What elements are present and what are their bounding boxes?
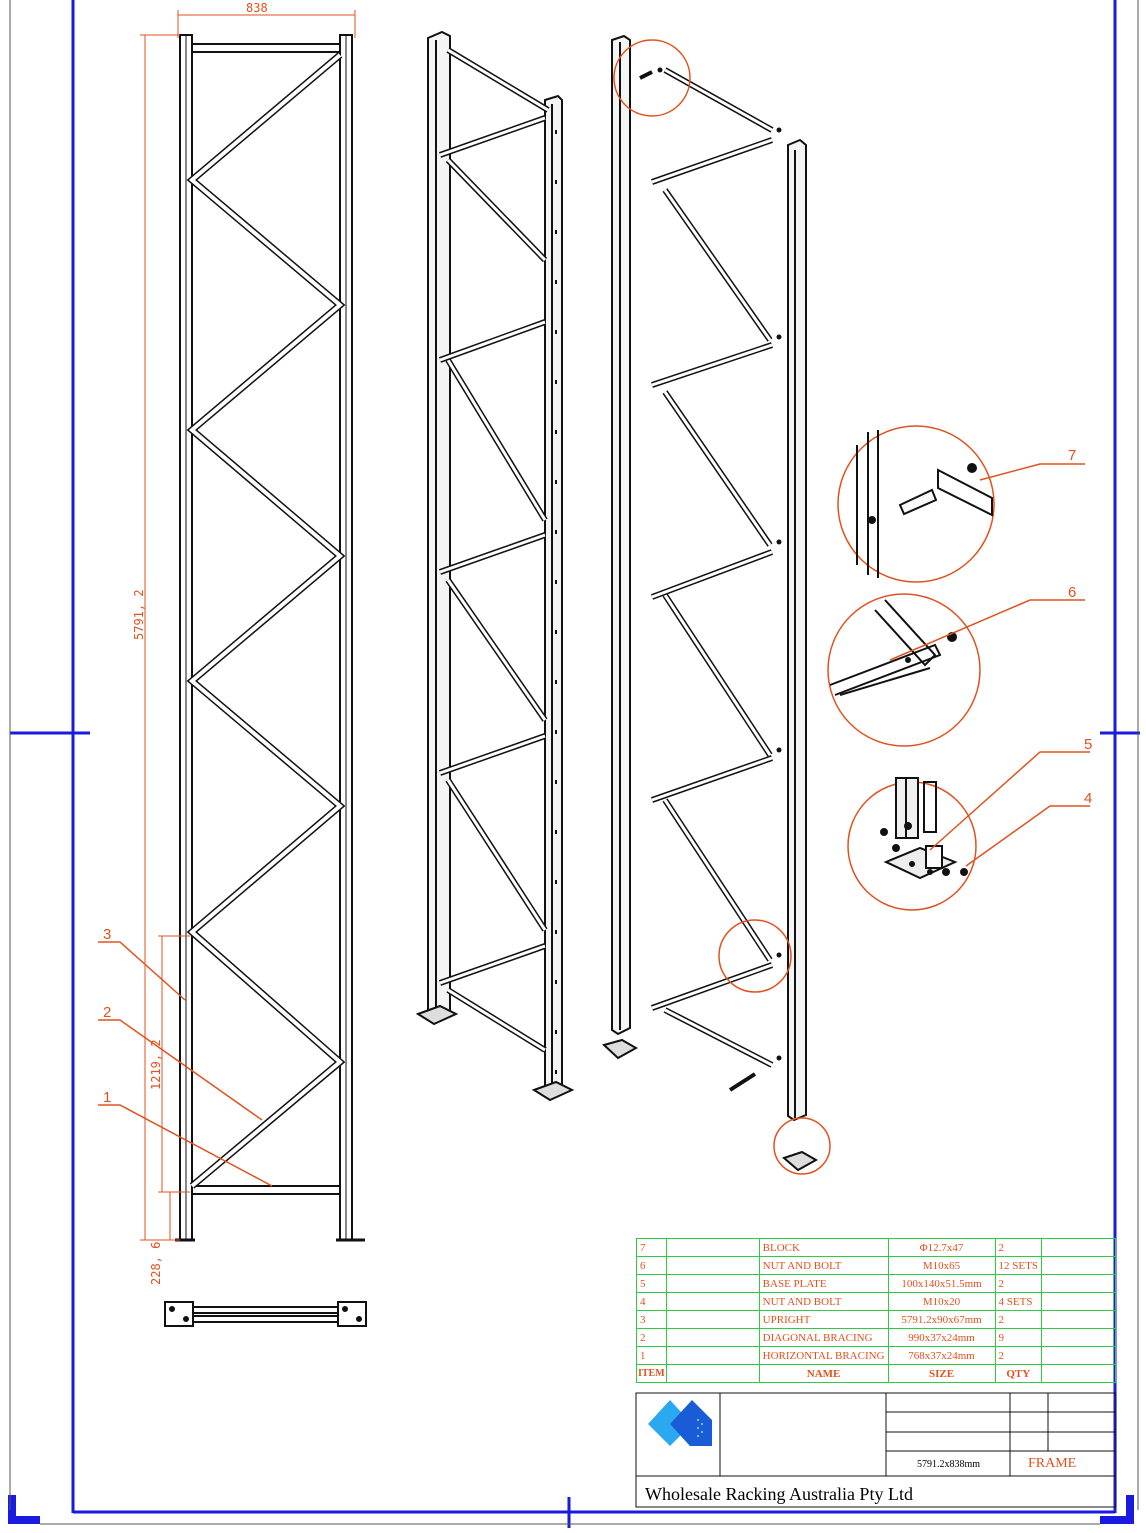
bom-part-qty: 2 xyxy=(994,1346,1042,1365)
plan-view xyxy=(164,1301,367,1327)
bom-blank-cell xyxy=(665,1238,760,1257)
bom-blank-cell xyxy=(665,1328,760,1347)
title-block-type: FRAME xyxy=(1028,1456,1077,1471)
callout-6: 6 xyxy=(1068,584,1076,601)
callout-3: 3 xyxy=(103,926,111,943)
bom-part-name: HORIZONTAL BRACING xyxy=(758,1346,889,1365)
bom-part-size: Φ12.7x47 xyxy=(887,1238,996,1257)
detail-7: 7 xyxy=(837,425,1085,583)
bom-part-name: NUT AND BOLT xyxy=(758,1256,889,1275)
detail-6: 6 xyxy=(827,584,1085,747)
bom-part-qty: 2 xyxy=(994,1238,1042,1257)
company-name: Wholesale Racking Australia Pty Ltd xyxy=(645,1484,913,1504)
bom-part-name: DIAGONAL BRACING xyxy=(758,1328,889,1347)
bom-header-cell: ITEM xyxy=(636,1364,667,1383)
bom-header-cell: QTY xyxy=(994,1364,1042,1383)
callout-7: 7 xyxy=(1068,447,1076,464)
bom-blank-cell xyxy=(665,1310,760,1329)
bom-note-cell xyxy=(1040,1310,1117,1329)
bom-note-cell xyxy=(1040,1346,1117,1365)
bom-header-cell: SIZE xyxy=(887,1364,996,1383)
dimension-lines xyxy=(140,10,356,1241)
horizontal-brace-top xyxy=(191,43,341,53)
title-block-grid xyxy=(635,1392,1117,1508)
bom-part-name: BLOCK xyxy=(758,1238,889,1257)
bom-blank-cell xyxy=(665,1256,760,1275)
bom-part-size: M10x65 xyxy=(887,1256,996,1275)
bom-item-number: 1 xyxy=(636,1346,667,1365)
callout-2: 2 xyxy=(103,1004,111,1021)
height-dimension: 5791, 2 xyxy=(132,589,146,640)
bom-item-number: 5 xyxy=(636,1274,667,1293)
bom-note-cell xyxy=(1040,1328,1117,1347)
bom-part-size: 100x140x51.5mm xyxy=(887,1274,996,1293)
bom-note-cell xyxy=(1040,1238,1117,1257)
bom-part-qty: 12 SETS xyxy=(994,1256,1042,1275)
bom-part-size: M10x20 xyxy=(887,1292,996,1311)
bom-note-cell xyxy=(1040,1274,1117,1293)
exploded-view xyxy=(602,34,819,1172)
bom-header-cell xyxy=(1040,1364,1117,1383)
detail-5-4: 5 4 xyxy=(847,736,1092,911)
callout-4: 4 xyxy=(1084,790,1092,807)
upright-holes xyxy=(555,130,557,1074)
bom-item-number: 4 xyxy=(636,1292,667,1311)
base-offset-dimension: 228, 6 xyxy=(149,1242,163,1285)
bom-part-name: BASE PLATE xyxy=(758,1274,889,1293)
width-dimension: 838 xyxy=(246,1,268,15)
bom-note-cell xyxy=(1040,1256,1117,1275)
bom-part-name: UPRIGHT xyxy=(758,1310,889,1329)
bom-part-name: NUT AND BOLT xyxy=(758,1292,889,1311)
bom-part-qty: 4 SETS xyxy=(994,1292,1042,1311)
bom-part-qty: 2 xyxy=(994,1274,1042,1293)
bom-blank-cell xyxy=(665,1274,760,1293)
left-callout-leaders xyxy=(98,941,273,1187)
bom-header-cell: NAME xyxy=(758,1364,889,1383)
bom-part-qty: 9 xyxy=(994,1328,1042,1347)
detail-markers xyxy=(613,39,831,1175)
front-elevation xyxy=(175,34,365,1242)
bom-blank-cell xyxy=(665,1292,760,1311)
bom-part-size: 990x37x24mm xyxy=(887,1328,996,1347)
sheet-border xyxy=(8,0,1140,1528)
bom-blank-cell xyxy=(665,1346,760,1365)
bom-item-number: 2 xyxy=(636,1328,667,1347)
bottom-bay-dimension: 1219, 2 xyxy=(149,1039,163,1090)
bom-item-number: 7 xyxy=(636,1238,667,1257)
isometric-frame xyxy=(415,30,575,1102)
bom-note-cell xyxy=(1040,1292,1117,1311)
callout-1: 1 xyxy=(103,1089,111,1106)
bom-item-number: 6 xyxy=(636,1256,667,1275)
callout-5: 5 xyxy=(1084,736,1092,753)
bom-part-qty: 2 xyxy=(994,1310,1042,1329)
horizontal-brace-bottom xyxy=(191,1185,341,1195)
bom-item-number: 3 xyxy=(636,1310,667,1329)
company-logo xyxy=(648,1400,712,1446)
bom-header-cell xyxy=(665,1364,760,1383)
bom-part-size: 5791.2x90x67mm xyxy=(887,1310,996,1329)
title-block-size: 5791.2x838mm xyxy=(917,1459,981,1470)
bom-part-size: 768x37x24mm xyxy=(887,1346,996,1365)
